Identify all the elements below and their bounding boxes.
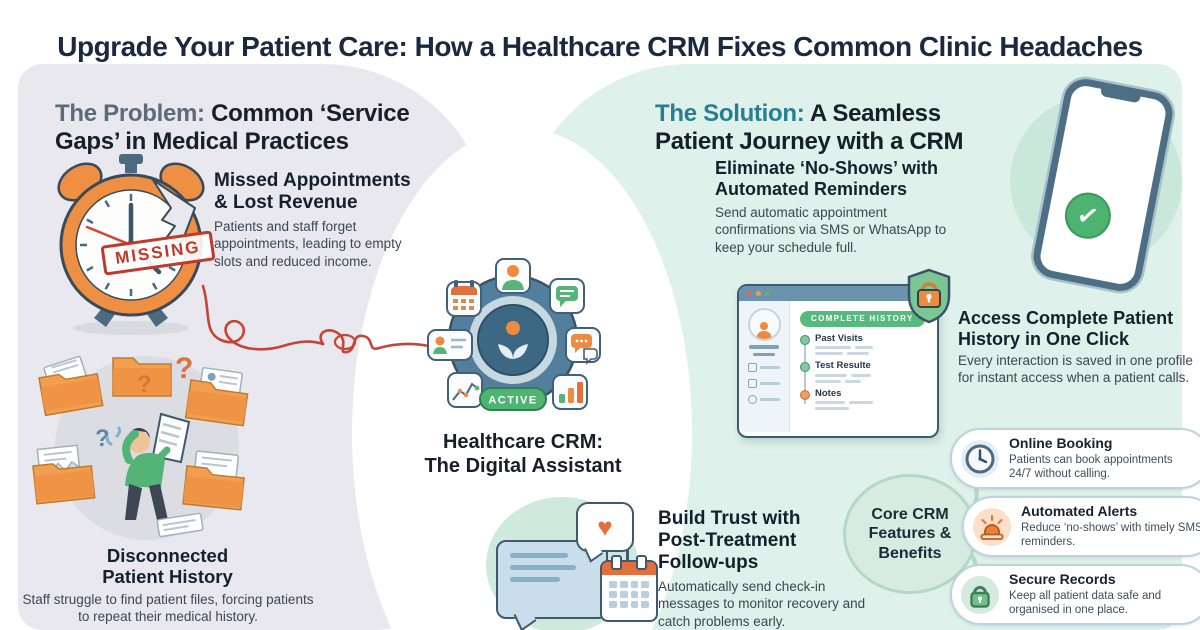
complete-history-badge: COMPLETE HISTORY <box>800 310 925 327</box>
window-dot-green-icon <box>765 291 770 296</box>
timeline-dot-icon <box>800 362 810 372</box>
patient-avatar <box>747 308 781 341</box>
timeline-dot-icon <box>800 334 810 345</box>
question-mark-icon: ? <box>137 371 152 398</box>
missed-appointments-title: Missed Appointments & Lost Revenue <box>214 170 411 214</box>
hub-caption: Healthcare CRM: The Digital Assistant <box>424 431 622 477</box>
lock-icon <box>961 575 999 614</box>
history-access-body: Every interaction is saved in one profil… <box>958 353 1193 386</box>
followup-calendar-icon <box>600 555 658 622</box>
connector-line <box>626 548 629 564</box>
clock-icon <box>961 439 999 478</box>
reminders-title: Eliminate ‘No-Shows’ with Automated Remi… <box>715 158 939 199</box>
folder-icon: ? <box>112 357 172 398</box>
line-chart-icon <box>447 372 483 408</box>
calendar-icon <box>446 280 482 317</box>
security-shield-icon <box>907 268 951 324</box>
folder-icon <box>38 355 104 417</box>
solution-heading-rest: A Seamless Patient Journey with a CRM <box>655 99 964 156</box>
bar-chart-icon <box>552 374 588 410</box>
timeline-dot-icon <box>800 389 810 400</box>
solution-heading-prefix: The Solution: <box>655 99 805 127</box>
confused-person-illustration <box>105 412 191 520</box>
reminders-body: Send automatic appointment confirmations… <box>715 205 947 255</box>
patient-record-window: COMPLETE HISTORY Past Visits Test Result… <box>737 268 951 438</box>
sidebar-skeleton-line <box>753 352 775 356</box>
feature-title: Secure Records <box>1009 571 1116 587</box>
message-icon <box>549 278 585 314</box>
person-icon <box>756 322 772 339</box>
chat-skeleton-line <box>510 553 568 558</box>
active-badge-label: ACTIVE <box>488 395 537 407</box>
active-badge: ACTIVE <box>479 387 547 411</box>
browser-titlebar <box>739 286 937 301</box>
feature-title: Automated Alerts <box>1021 503 1138 519</box>
problem-heading-rest: Common ‘Service Gaps’ in Medical Practic… <box>55 99 410 156</box>
disconnected-history-body: Staff struggle to find patient files, fo… <box>22 592 314 625</box>
sidebar-menu-row <box>748 395 780 404</box>
feature-automated-alerts: Automated Alerts Reduce ‘no-shows’ with … <box>962 496 1200 558</box>
followups-title: Build Trust with Post-Treatment Follow-u… <box>658 508 801 574</box>
folder-icon <box>32 444 96 505</box>
record-sidebar <box>739 301 790 432</box>
sidebar-menu-row <box>748 363 780 372</box>
folder-icon <box>184 367 249 427</box>
check-icon: ✓ <box>1060 188 1115 243</box>
heart-bubble-icon: ♥ <box>576 502 634 552</box>
history-timeline: Past Visits Test Resulte Notes <box>800 332 929 410</box>
patient-avatar-icon <box>495 258 531 294</box>
care-plant-icon <box>498 321 528 359</box>
feature-body: Reduce ‘no-shows’ with timely SMS remind… <box>1021 522 1200 549</box>
chat-skeleton-line <box>510 577 560 582</box>
problem-section-heading: The Problem: Common ‘Service Gaps’ in Me… <box>55 100 440 157</box>
feature-body: Keep all patient data safe and organised… <box>1009 590 1162 617</box>
timeline-label: Test Resulte <box>815 360 871 371</box>
feature-secure-records: Secure Records Keep all patient data saf… <box>950 564 1200 626</box>
disconnected-history-title: Disconnected Patient History <box>102 545 233 588</box>
chat-bubbles-icon <box>565 327 601 365</box>
folder-icon <box>182 450 245 511</box>
patient-card-icon <box>427 329 473 361</box>
window-dot-yellow-icon <box>756 291 761 296</box>
timeline-label: Past Visits <box>815 332 863 344</box>
feature-online-booking: Online Booking Patients can book appoint… <box>950 428 1200 490</box>
siren-icon <box>973 507 1011 546</box>
lost-files-illustration: ? ? ? <box>32 352 249 540</box>
timeline-label: Notes <box>815 387 842 399</box>
question-mark-icon: ? <box>95 425 110 452</box>
history-access-title: Access Complete Patient History in One C… <box>958 308 1174 349</box>
problem-heading-prefix: The Problem: <box>55 99 205 127</box>
missed-appointments-body: Patients and staff forget appointments, … <box>214 219 402 269</box>
followups-body: Automatically send check-in messages to … <box>658 579 866 629</box>
window-dot-red-icon <box>747 291 752 296</box>
sidebar-menu-row <box>748 379 780 388</box>
calendar-ring <box>636 555 647 570</box>
timeline-item: Past Visits <box>800 332 929 355</box>
feature-body: Patients can book appointments 24/7 with… <box>1009 454 1173 481</box>
heart-icon: ♥ <box>597 512 613 542</box>
phone-notch <box>1099 87 1141 104</box>
page-title: Upgrade Your Patient Care: How a Healthc… <box>57 30 1143 62</box>
feature-title: Online Booking <box>1009 435 1113 451</box>
solution-section-heading: The Solution: A Seamless Patient Journey… <box>655 100 1025 157</box>
timeline-item: Test Resulte <box>800 360 929 383</box>
tangled-thread-illustration <box>201 284 431 354</box>
timeline-item: Notes <box>800 387 929 410</box>
calendar-ring <box>611 555 622 570</box>
crm-hub-diagram: ACTIVE <box>427 258 601 411</box>
sidebar-skeleton-line <box>749 345 779 349</box>
chat-skeleton-line <box>510 565 576 570</box>
question-mark-icon: ? <box>175 352 193 385</box>
